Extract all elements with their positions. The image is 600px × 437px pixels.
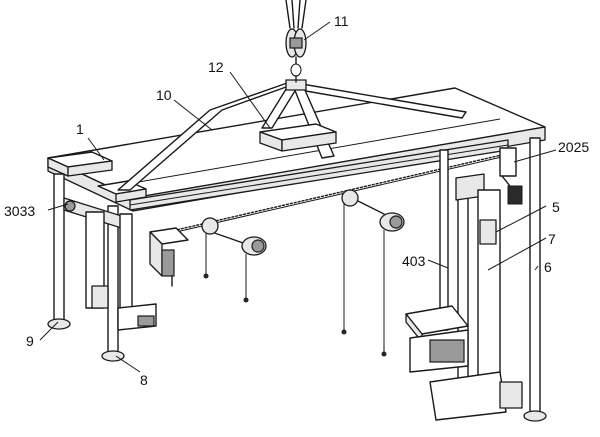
label-6: 6 (544, 259, 552, 275)
label-3033: 3033 (4, 203, 35, 219)
label-12: 12 (208, 59, 224, 75)
label-7: 7 (548, 231, 556, 247)
leader-lines (39, 21, 557, 373)
legs (47, 137, 547, 422)
label-5: 5 (552, 199, 560, 215)
label-9: 9 (26, 333, 34, 349)
callout-labels: 1 11 12 10 2025 3033 5 7 403 6 9 8 (4, 13, 589, 388)
left-rail-assembly (63, 197, 157, 331)
lower-right-fixture (405, 305, 523, 421)
winch-right (341, 189, 405, 357)
label-1: 1 (76, 121, 84, 137)
center-block (259, 123, 337, 152)
label-403: 403 (402, 253, 426, 269)
label-11: 11 (334, 13, 349, 29)
winch-left (201, 217, 267, 303)
label-2025: 2025 (558, 139, 589, 155)
left-carriage (149, 227, 189, 287)
right-column (455, 147, 523, 391)
label-10: 10 (156, 87, 172, 103)
label-8: 8 (140, 372, 148, 388)
pulley-block (285, 0, 307, 83)
